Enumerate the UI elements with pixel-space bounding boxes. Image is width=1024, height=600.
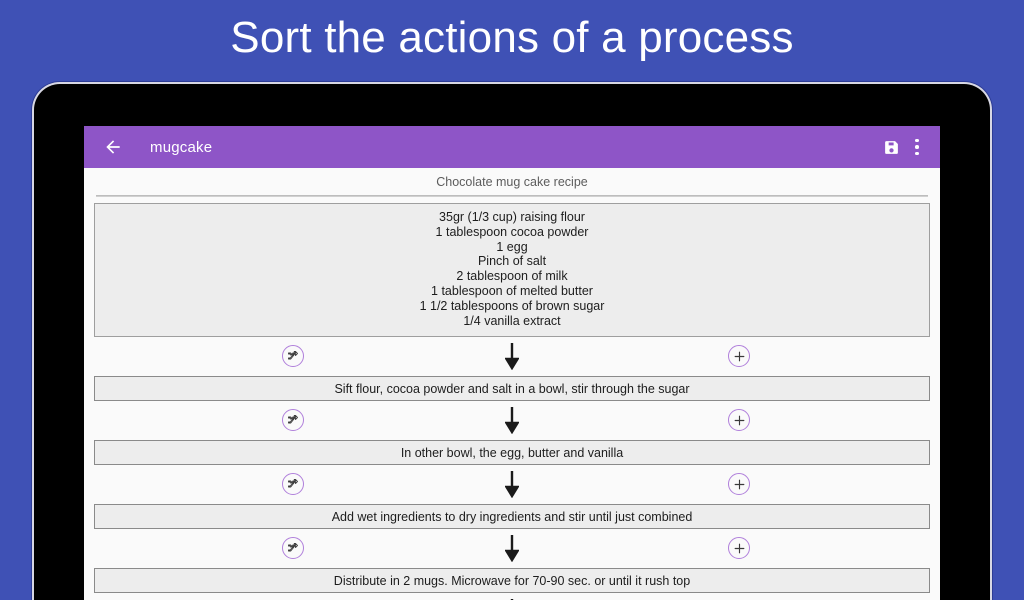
- step-row[interactable]: In other bowl, the egg, butter and vanil…: [94, 440, 930, 466]
- shuffle-icon[interactable]: [282, 537, 304, 560]
- recipe-title[interactable]: Chocolate mug cake recipe: [436, 174, 588, 189]
- ingredients-box[interactable]: 35gr (1/3 cup) raising flour 1 tablespoo…: [94, 203, 930, 338]
- plus-icon[interactable]: [728, 537, 750, 560]
- shuffle-icon[interactable]: [282, 345, 304, 368]
- plus-icon[interactable]: [728, 473, 750, 496]
- overflow-menu-icon[interactable]: [906, 132, 928, 162]
- plus-icon[interactable]: [728, 345, 750, 368]
- ingredient-line: 1 egg: [496, 239, 528, 254]
- tablet-device-frame: mugcake Chocolate mug cake recipe: [34, 84, 990, 600]
- step-row[interactable]: Sift flour, cocoa powder and salt in a b…: [94, 376, 930, 402]
- overflow-dot: [915, 151, 919, 156]
- back-arrow-icon[interactable]: [98, 132, 128, 162]
- step-row[interactable]: Distribute in 2 mugs. Microwave for 70-9…: [94, 568, 930, 594]
- app-bar: mugcake: [84, 126, 940, 168]
- connector-row: [94, 337, 930, 376]
- plus-icon[interactable]: [728, 409, 750, 432]
- overflow-dot: [915, 145, 919, 149]
- ingredient-line: 1 1/2 tablespoons of brown sugar: [419, 298, 605, 313]
- promo-headline: Sort the actions of a process: [230, 13, 794, 62]
- overflow-dots: [915, 137, 919, 157]
- ingredient-line: 1 tablespoon of melted butter: [431, 283, 593, 298]
- recipe-content[interactable]: Chocolate mug cake recipe 35gr (1/3 cup)…: [84, 168, 940, 600]
- ingredient-line: Pinch of salt: [477, 254, 547, 269]
- overflow-dot: [915, 138, 919, 143]
- connector-row: [94, 529, 930, 568]
- title-divider: [96, 195, 928, 197]
- ingredient-line: 2 tablespoon of milk: [456, 269, 568, 284]
- arrow-down-icon: [504, 406, 520, 439]
- shuffle-icon[interactable]: [282, 409, 304, 432]
- connector-row: [94, 593, 930, 600]
- app-bar-title: mugcake: [150, 138, 213, 156]
- ingredient-line: 35gr (1/3 cup) raising flour: [439, 210, 585, 224]
- connector-row: [94, 465, 930, 504]
- save-icon[interactable]: [876, 132, 906, 162]
- connector-row: [94, 401, 930, 440]
- ingredient-line: 1/4 vanilla extract: [463, 313, 561, 328]
- shuffle-icon[interactable]: [282, 473, 304, 496]
- app-screen: mugcake Chocolate mug cake recipe: [84, 126, 940, 600]
- arrow-down-icon: [504, 534, 520, 567]
- ingredient-line: 1 tablespoon cocoa powder: [435, 224, 589, 239]
- arrow-down-icon: [504, 470, 520, 503]
- step-row[interactable]: Add wet ingredients to dry ingredients a…: [94, 504, 930, 530]
- arrow-down-icon: [504, 342, 520, 375]
